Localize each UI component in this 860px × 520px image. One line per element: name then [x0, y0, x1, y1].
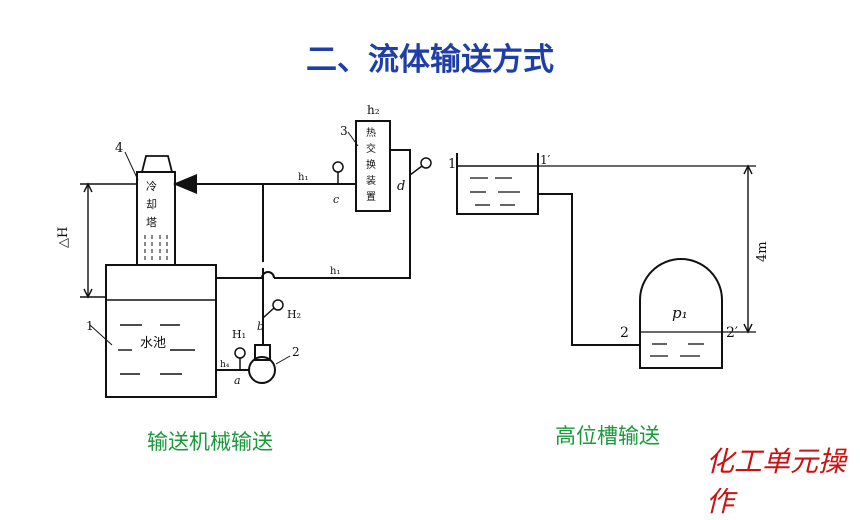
heat-exchanger: [355, 120, 391, 212]
high-level-tank: [456, 153, 539, 215]
height-4m-label: 4m: [755, 241, 770, 262]
exchanger-char-4: 装: [366, 174, 376, 187]
vessel-label-2: 2: [620, 325, 629, 341]
page-title: 二、流体输送方式: [306, 42, 554, 78]
pump-diagram-labels: 4 冷 却 塔 h₂ 3 热 交 换 装 置 h₁ h₁ h₄ c d b a …: [56, 103, 405, 387]
height-label: △H: [56, 227, 71, 248]
exchanger-char-1: 热: [366, 126, 376, 139]
exchanger-number: 3: [340, 124, 348, 138]
loss-label-upper: h₁: [298, 172, 308, 183]
height-dimension: [80, 182, 137, 299]
cooling-tower: [124, 151, 176, 266]
receiving-vessel: [639, 258, 723, 369]
exchanger-return-pipe: [274, 149, 411, 279]
exchanger-char-5: 置: [366, 191, 376, 203]
pump-number: 2: [292, 345, 300, 359]
tank-label-1-prime: 1′: [540, 153, 551, 167]
pump-transport-caption: 输送机械输送: [147, 430, 273, 454]
suction-loss-label: h₄: [220, 360, 230, 370]
exchanger-char-3: 换: [366, 158, 376, 171]
gravity-transport-diagram: [456, 153, 756, 369]
point-b: b: [257, 320, 264, 333]
pool-label: 水池: [140, 336, 166, 351]
loss-label-lower: h₁: [330, 266, 340, 277]
pump: [248, 344, 291, 384]
gauge-h1-label: H₁: [232, 328, 246, 341]
cooling-tower-char-3: 塔: [146, 216, 157, 229]
gravity-pipe: [538, 193, 640, 346]
cooling-tower-number: 4: [115, 141, 123, 156]
pressure-label: p₁: [672, 304, 688, 322]
point-d: d: [397, 179, 405, 194]
point-c: c: [333, 193, 339, 206]
point-a: a: [234, 374, 241, 387]
pool-number: 1: [86, 319, 94, 333]
gauges: [234, 157, 432, 370]
vessel-label-2-prime: 2′: [726, 325, 738, 341]
brand-signature: 化工单元操作: [706, 445, 847, 518]
pump-transport-diagram: [80, 120, 432, 398]
cooling-tower-char-1: 冷: [146, 180, 157, 193]
gravity-diagram-labels: 1 1′ 2 2′ p₁ 4m: [448, 153, 770, 341]
gravity-transport-caption: 高位槽输送: [555, 424, 660, 448]
flow-diagrams: 4 冷 却 塔 h₂ 3 热 交 换 装 置 h₁ h₁ h₄ c d b a …: [56, 103, 770, 398]
tank-label-1: 1: [448, 157, 456, 172]
exchanger-leader: [347, 131, 359, 147]
exchanger-top-label: h₂: [367, 103, 380, 117]
height-4m-dimension: [743, 164, 753, 334]
exchanger-char-2: 交: [366, 142, 376, 155]
water-pool: [89, 264, 217, 398]
gauge-h2-label: H₂: [287, 308, 301, 321]
cooling-tower-char-2: 却: [146, 198, 157, 211]
